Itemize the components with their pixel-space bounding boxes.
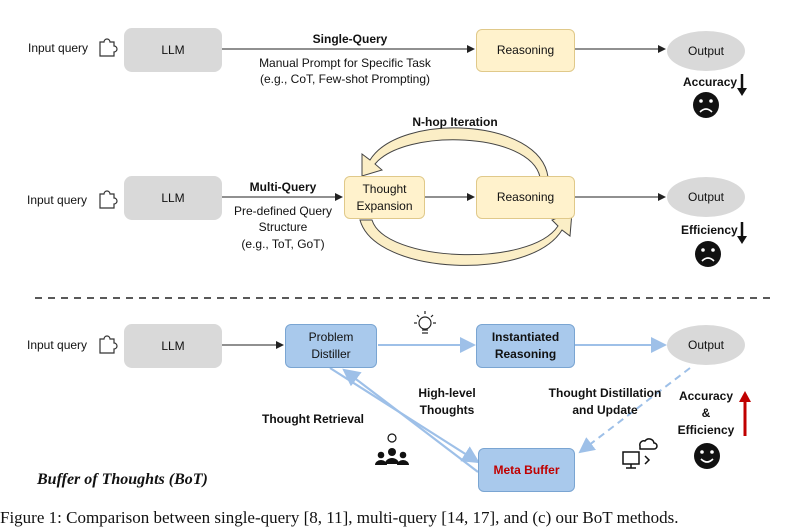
iteration-arc-bottom [359, 211, 573, 266]
high-level-thoughts-line1: High-level [418, 386, 476, 400]
problem-distiller-box: Problem Distiller [285, 324, 377, 368]
instantiated-reasoning-box: Instantiated Reasoning [476, 324, 575, 368]
llm-box: LLM [124, 176, 222, 220]
thought-expansion-box: Thought Expansion [344, 176, 425, 219]
puzzle-icon [99, 190, 118, 209]
reasoning-box: Reasoning [476, 176, 575, 219]
thought-expansion-line2: Expansion [356, 198, 413, 213]
computer-cloud-icon [622, 438, 658, 469]
llm-box: LLM [124, 28, 222, 72]
puzzle-icon [99, 38, 118, 57]
ampersand-label: & [701, 406, 711, 420]
iteration-arc-top [361, 127, 549, 178]
lightbulb-icon [414, 311, 436, 334]
high-level-thoughts-line2: Thoughts [419, 403, 475, 417]
multi-query-label: Multi-Query [249, 180, 317, 194]
input-query-label: Input query [27, 338, 88, 352]
team-idea-icon [375, 433, 409, 465]
input-query-label: Input query [28, 41, 89, 55]
sad-face-icon [693, 92, 719, 118]
output-ellipse: Output [667, 177, 745, 217]
accuracy-label: Accuracy [683, 75, 738, 89]
output-ellipse: Output [667, 325, 745, 365]
arrow-down-icon [737, 222, 747, 244]
arrow-down-icon [737, 74, 747, 96]
arrow-up-icon [739, 391, 751, 436]
output-ellipse: Output [667, 31, 745, 71]
single-query-label: Single-Query [312, 32, 388, 46]
figure-caption: Figure 1: Comparison between single-quer… [0, 508, 679, 527]
problem-distiller-line1: Problem [308, 330, 354, 344]
problem-distiller-line2: Distiller [311, 347, 351, 361]
row2-description-line3: (e.g., ToT, GoT) [241, 237, 325, 251]
efficiency-label: Efficiency [681, 223, 738, 237]
row2-description-line2: Structure [258, 220, 308, 234]
thought-distillation-line2: and Update [572, 403, 638, 417]
arrow-metabuffer-distiller [342, 368, 479, 473]
thought-distillation-line1: Thought Distillation [548, 386, 662, 400]
meta-buffer-box: Meta Buffer [478, 448, 575, 492]
accuracy-label: Accuracy [678, 389, 734, 403]
n-hop-iteration-label: N-hop Iteration [412, 115, 498, 129]
bot-title: Buffer of Thoughts (BoT) [37, 471, 208, 488]
reasoning-box: Reasoning [476, 29, 575, 72]
instantiated-reasoning-line2: Reasoning [494, 347, 557, 361]
thought-retrieval-label: Thought Retrieval [262, 412, 365, 426]
row2-description-line1: Pre-defined Query [233, 204, 333, 218]
row1-description-line2: (e.g., CoT, Few-shot Prompting) [259, 72, 431, 86]
llm-box: LLM [124, 324, 222, 368]
efficiency-label: Efficiency [677, 423, 735, 437]
row1-description-line1: Manual Prompt for Specific Task [259, 56, 431, 70]
input-query-label: Input query [27, 193, 88, 207]
sad-face-icon [695, 241, 721, 267]
thought-expansion-line1: Thought [362, 181, 407, 196]
happy-face-icon [694, 443, 720, 469]
puzzle-icon [99, 335, 118, 354]
instantiated-reasoning-line1: Instantiated [491, 330, 560, 344]
